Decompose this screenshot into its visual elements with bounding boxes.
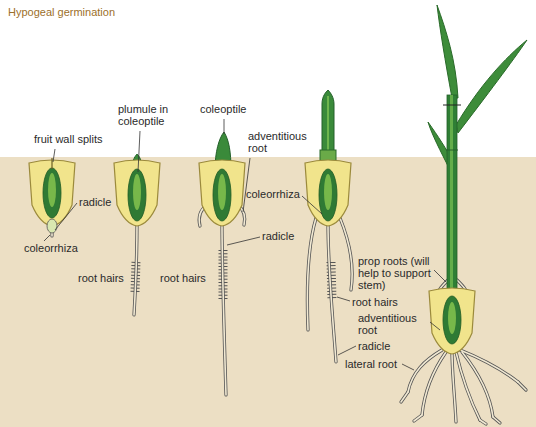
part-label: coleoptile — [200, 103, 246, 115]
part-label: prop roots (will help to support stem) — [358, 255, 432, 291]
part-label: coleorrhiza — [24, 242, 78, 254]
part-label: coleorrhiza — [246, 188, 300, 200]
part-label: radicle — [262, 230, 294, 242]
part-label: plumule in coleoptile — [118, 103, 180, 127]
part-label: root hairs — [160, 272, 206, 284]
diagram-title: Hypogeal germination — [8, 6, 115, 19]
part-label: adventitious root — [248, 130, 318, 154]
part-label: radicle — [79, 196, 111, 208]
part-label: adventitious root — [358, 312, 428, 336]
part-label: root hairs — [78, 272, 124, 284]
part-label: radicle — [358, 340, 390, 352]
part-label: root hairs — [352, 296, 398, 308]
part-label: fruit wall splits — [34, 133, 102, 145]
part-label: lateral root — [345, 358, 397, 370]
